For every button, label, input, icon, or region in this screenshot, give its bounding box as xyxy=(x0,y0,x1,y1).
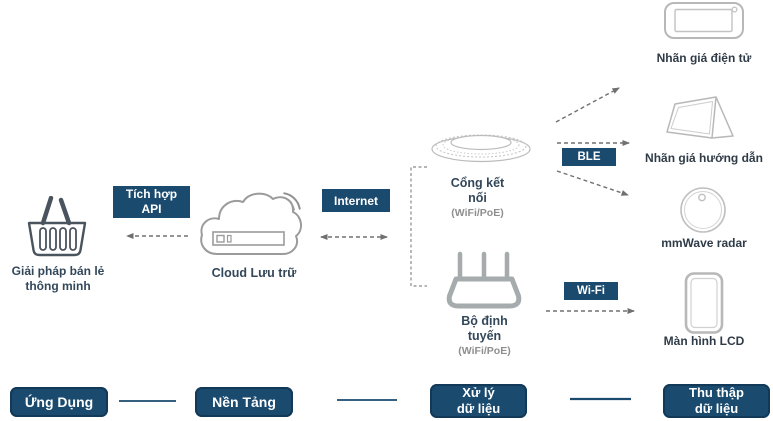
legend-platform-button: Nền Tảng xyxy=(195,387,293,417)
cloud-label: Cloud Lưu trữ xyxy=(198,266,310,281)
api-badge-line1: Tích hợp xyxy=(125,187,178,201)
cloud-node xyxy=(197,184,309,262)
price-tag-display-icon xyxy=(664,2,744,39)
esl-node xyxy=(663,1,745,41)
retail-label-line1: Giải pháp bán lẻ xyxy=(11,264,105,278)
access-point-icon xyxy=(431,134,531,163)
api-badge-line2: API xyxy=(141,202,162,216)
tent-card-icon xyxy=(666,96,734,139)
radar-label: mmWave radar xyxy=(644,236,764,251)
arrow-gateway-to-radar xyxy=(556,170,629,196)
tent-card-label: Nhãn giá hướng dẫn xyxy=(639,151,769,166)
cloud-label-text: Cloud Lưu trữ xyxy=(211,266,297,280)
mmwave-radar-icon xyxy=(680,187,726,233)
gateway-label: Cổng kết nối (WiFi/PoE) xyxy=(430,176,525,220)
wifi-badge: Wi-Fi xyxy=(564,282,618,300)
legend-collection-button: Thu thập dữ liệu xyxy=(663,384,770,418)
bracket-processing-group xyxy=(410,166,427,287)
api-integration-badge: Tích hợp API xyxy=(113,186,190,218)
internet-badge-text: Internet xyxy=(333,193,378,208)
shopping-basket-icon xyxy=(27,196,87,257)
retail-label-line2: thông minh xyxy=(25,279,91,293)
legend-collection-label-line2: dữ liệu xyxy=(694,401,739,416)
internet-badge: Internet xyxy=(322,189,390,212)
cloud-storage-icon xyxy=(200,192,302,255)
legend-platform-label: Nền Tảng xyxy=(212,394,276,410)
router-icon xyxy=(446,251,522,309)
legend-collection-label-line1: Thu thập xyxy=(689,385,744,400)
lcd-label: Màn hình LCD xyxy=(644,334,764,349)
esl-label-text: Nhãn giá điện tử xyxy=(656,51,752,65)
gateway-node xyxy=(429,126,533,164)
router-label: Bộ định tuyến (WiFi/PoE) xyxy=(437,314,532,358)
router-node xyxy=(446,250,522,310)
legend-application-label: Ứng Dụng xyxy=(24,394,94,410)
legend-application-button: Ứng Dụng xyxy=(10,387,108,417)
lcd-node xyxy=(683,271,725,335)
legend-processing-label-line2: dữ liệu xyxy=(456,401,501,416)
lcd-label-text: Màn hình LCD xyxy=(663,334,745,348)
gateway-sublabel: (WiFi/PoE) xyxy=(451,207,504,219)
radar-label-text: mmWave radar xyxy=(661,236,747,250)
tent-card-node xyxy=(663,92,739,146)
tent-card-label-text: Nhãn giá hướng dẫn xyxy=(645,151,763,165)
arrow-gateway-to-esl xyxy=(555,87,620,123)
router-label-line2: tuyến xyxy=(467,329,502,343)
ble-badge: BLE xyxy=(562,148,616,166)
router-label-line1: Bộ định xyxy=(461,314,508,328)
radar-node xyxy=(679,186,727,234)
legend-processing-button: Xử lý dữ liệu xyxy=(430,384,527,418)
retail-label: Giải pháp bán lẻ thông minh xyxy=(0,264,116,294)
gateway-label-line1: Cổng kết xyxy=(450,176,505,190)
router-sublabel: (WiFi/PoE) xyxy=(458,345,511,357)
retail-node xyxy=(26,196,88,260)
gateway-label-line2: nối xyxy=(468,191,487,205)
ble-badge-text: BLE xyxy=(577,151,601,163)
esl-label: Nhãn giá điện tử xyxy=(644,51,764,66)
legend-processing-label-line1: Xử lý xyxy=(462,385,495,400)
wifi-badge-text: Wi-Fi xyxy=(577,285,605,297)
lcd-screen-icon xyxy=(684,272,724,334)
